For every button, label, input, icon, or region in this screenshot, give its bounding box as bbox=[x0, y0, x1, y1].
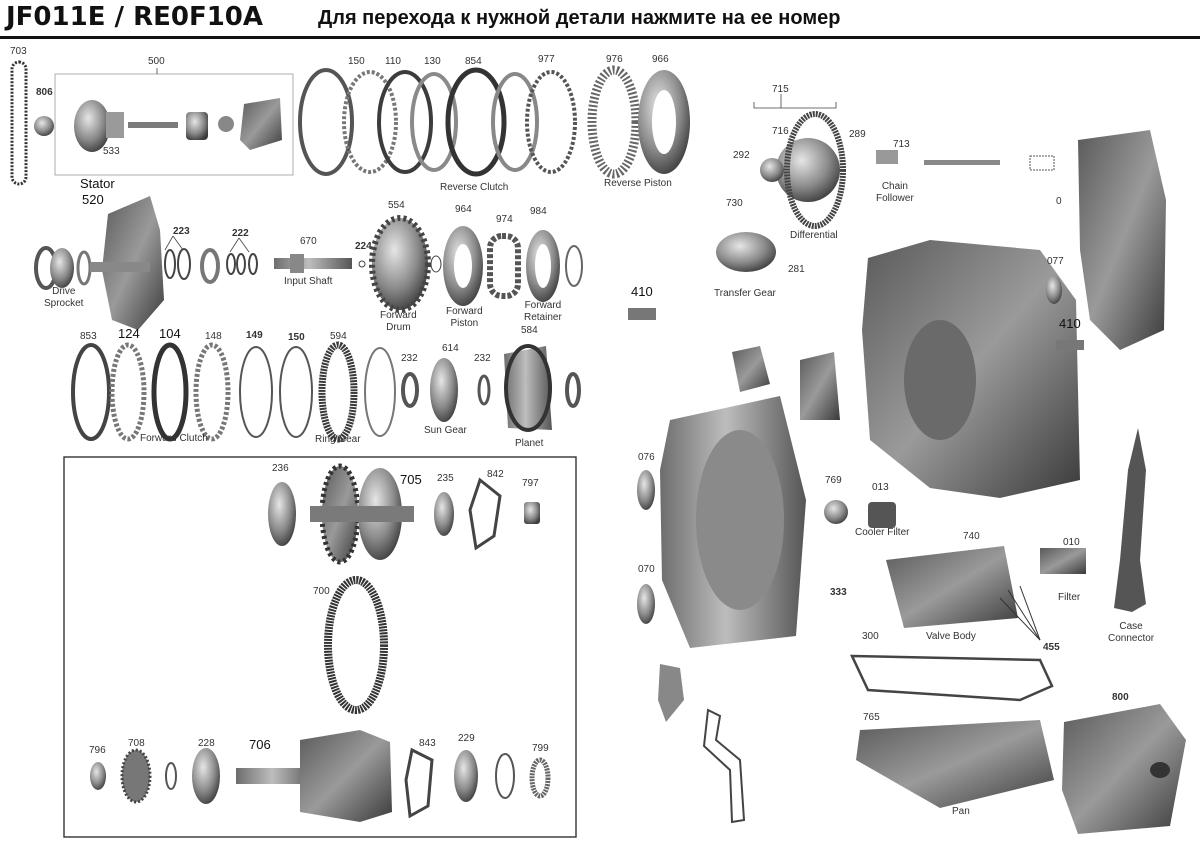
part-number-713[interactable]: 713 bbox=[893, 139, 910, 150]
part-number-224[interactable]: 224 bbox=[355, 241, 372, 252]
part-number-013[interactable]: 013 bbox=[872, 482, 889, 493]
part-number-150-snap-ring[interactable]: 150 bbox=[288, 332, 305, 343]
part-number-706[interactable]: 706 bbox=[249, 737, 271, 752]
part-number-796[interactable]: 796 bbox=[89, 745, 106, 756]
caption-ring-gear: Ring Gear bbox=[315, 434, 361, 445]
part-number-500[interactable]: 500 bbox=[148, 56, 165, 67]
part-number-715[interactable]: 715 bbox=[772, 84, 789, 95]
part-number-333[interactable]: 333 bbox=[830, 587, 847, 598]
part-number-410-b[interactable]: 410 bbox=[1059, 316, 1081, 331]
caption-filter: Filter bbox=[1058, 592, 1081, 603]
part-number-854[interactable]: 854 bbox=[465, 56, 482, 67]
part-number-077[interactable]: 077 bbox=[1047, 256, 1064, 267]
part-number-799[interactable]: 799 bbox=[532, 743, 549, 754]
part-number-229[interactable]: 229 bbox=[458, 733, 475, 744]
part-number-292[interactable]: 292 bbox=[733, 150, 750, 161]
part-number-281[interactable]: 281 bbox=[788, 264, 805, 275]
part-number-700[interactable]: 700 bbox=[313, 586, 330, 597]
part-number-584[interactable]: 584 bbox=[521, 325, 538, 336]
part-number-149[interactable]: 149 bbox=[246, 330, 263, 341]
part-number-104[interactable]: 104 bbox=[159, 326, 181, 341]
page-header: JF011E / RE0F10A Для перехода к нужной д… bbox=[0, 0, 1200, 40]
part-number-232-a[interactable]: 232 bbox=[401, 353, 418, 364]
instruction-text: Для перехода к нужной детали нажмите на … bbox=[318, 7, 841, 29]
caption-forward-retainer: Forward Retainer bbox=[524, 300, 562, 323]
part-number-797[interactable]: 797 bbox=[522, 478, 539, 489]
part-number-533[interactable]: 533 bbox=[103, 146, 120, 157]
part-number-974[interactable]: 974 bbox=[496, 214, 513, 225]
part-number-070[interactable]: 070 bbox=[638, 564, 655, 575]
part-number-130[interactable]: 130 bbox=[424, 56, 441, 67]
part-number-703[interactable]: 703 bbox=[10, 46, 27, 57]
part-number-410-a[interactable]: 410 bbox=[631, 284, 653, 299]
part-number-232-b[interactable]: 232 bbox=[474, 353, 491, 364]
caption-case-connector: Case Connector bbox=[1108, 621, 1155, 644]
part-number-0[interactable]: 0 bbox=[1056, 196, 1062, 207]
caption-reverse-clutch: Reverse Clutch bbox=[440, 182, 509, 193]
caption-stator: Stator bbox=[80, 176, 115, 191]
caption-chain-follower: Chain Follower bbox=[876, 181, 914, 204]
caption-reverse-piston: Reverse Piston bbox=[604, 178, 672, 189]
caption-forward-clutch: Forward Clutch bbox=[140, 433, 208, 444]
part-number-964[interactable]: 964 bbox=[455, 204, 472, 215]
part-number-235[interactable]: 235 bbox=[437, 473, 454, 484]
caption-planet: Planet bbox=[515, 438, 544, 449]
part-number-110[interactable]: 110 bbox=[385, 56, 401, 67]
part-number-614[interactable]: 614 bbox=[442, 343, 459, 354]
part-number-455[interactable]: 455 bbox=[1043, 642, 1060, 653]
part-number-670[interactable]: 670 bbox=[300, 236, 317, 247]
part-number-076[interactable]: 076 bbox=[638, 452, 655, 463]
part-number-806[interactable]: 806 bbox=[36, 87, 53, 98]
part-number-984[interactable]: 984 bbox=[530, 206, 547, 217]
part-number-977[interactable]: 977 bbox=[538, 54, 555, 65]
part-number-708[interactable]: 708 bbox=[128, 738, 145, 749]
part-number-236[interactable]: 236 bbox=[272, 463, 289, 474]
caption-pan: Pan bbox=[952, 806, 970, 817]
part-number-976[interactable]: 976 bbox=[606, 54, 623, 65]
caption-forward-piston: Forward Piston bbox=[446, 306, 483, 329]
part-number-148[interactable]: 148 bbox=[205, 331, 222, 342]
caption-input-shaft: Input Shaft bbox=[284, 276, 333, 287]
caption-transfer-gear: Transfer Gear bbox=[714, 288, 776, 299]
part-number-730[interactable]: 730 bbox=[726, 198, 743, 209]
part-number-966[interactable]: 966 bbox=[652, 54, 669, 65]
caption-drive-sprocket: Drive Sprocket bbox=[44, 286, 84, 309]
part-number-800[interactable]: 800 bbox=[1112, 692, 1129, 703]
part-number-228[interactable]: 228 bbox=[198, 738, 215, 749]
header-divider bbox=[0, 36, 1200, 39]
caption-differential: Differential bbox=[790, 230, 838, 241]
part-number-222[interactable]: 222 bbox=[232, 228, 249, 239]
part-number-594[interactable]: 594 bbox=[330, 331, 347, 342]
part-number-150-pressure-plate[interactable]: 150 bbox=[348, 56, 365, 67]
caption-sun-gear: Sun Gear bbox=[424, 425, 467, 436]
part-number-705[interactable]: 705 bbox=[400, 472, 422, 487]
caption-cooler-filter: Cooler Filter bbox=[855, 527, 910, 538]
part-number-124[interactable]: 124 bbox=[118, 326, 140, 341]
part-number-843[interactable]: 843 bbox=[419, 738, 436, 749]
part-number-554[interactable]: 554 bbox=[388, 200, 405, 211]
part-number-769[interactable]: 769 bbox=[825, 475, 842, 486]
caption-forward-drum: Forward Drum bbox=[380, 310, 417, 333]
part-number-853[interactable]: 853 bbox=[80, 331, 97, 342]
part-number-765[interactable]: 765 bbox=[863, 712, 880, 723]
part-number-740[interactable]: 740 bbox=[963, 531, 980, 542]
part-number-223[interactable]: 223 bbox=[173, 226, 190, 237]
caption-valve-body: Valve Body bbox=[926, 631, 976, 642]
part-number-842[interactable]: 842 bbox=[487, 469, 504, 480]
part-number-716[interactable]: 716 bbox=[772, 126, 789, 137]
part-number-300[interactable]: 300 bbox=[862, 631, 879, 642]
part-number-010[interactable]: 010 bbox=[1063, 537, 1080, 548]
page-title: JF011E / RE0F10A bbox=[6, 2, 264, 32]
part-number-520[interactable]: 520 bbox=[82, 192, 104, 207]
part-number-289[interactable]: 289 bbox=[849, 129, 866, 140]
